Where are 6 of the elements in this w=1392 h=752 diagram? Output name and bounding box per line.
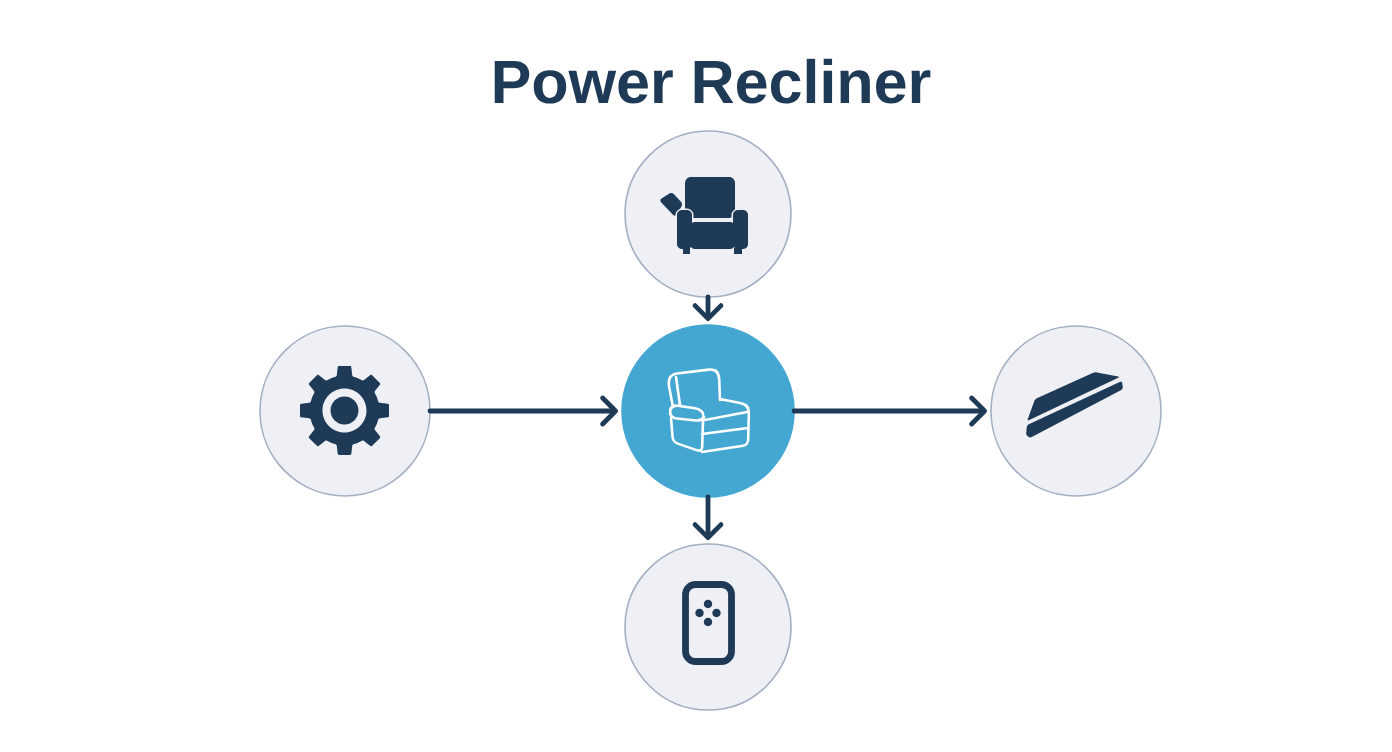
circle-node: [624, 543, 792, 711]
title: Power Recliner: [494, 58, 931, 104]
arrow: [791, 395, 987, 427]
circle-node: [990, 325, 1162, 497]
arrow: [427, 395, 618, 427]
circle-node: [621, 324, 795, 498]
